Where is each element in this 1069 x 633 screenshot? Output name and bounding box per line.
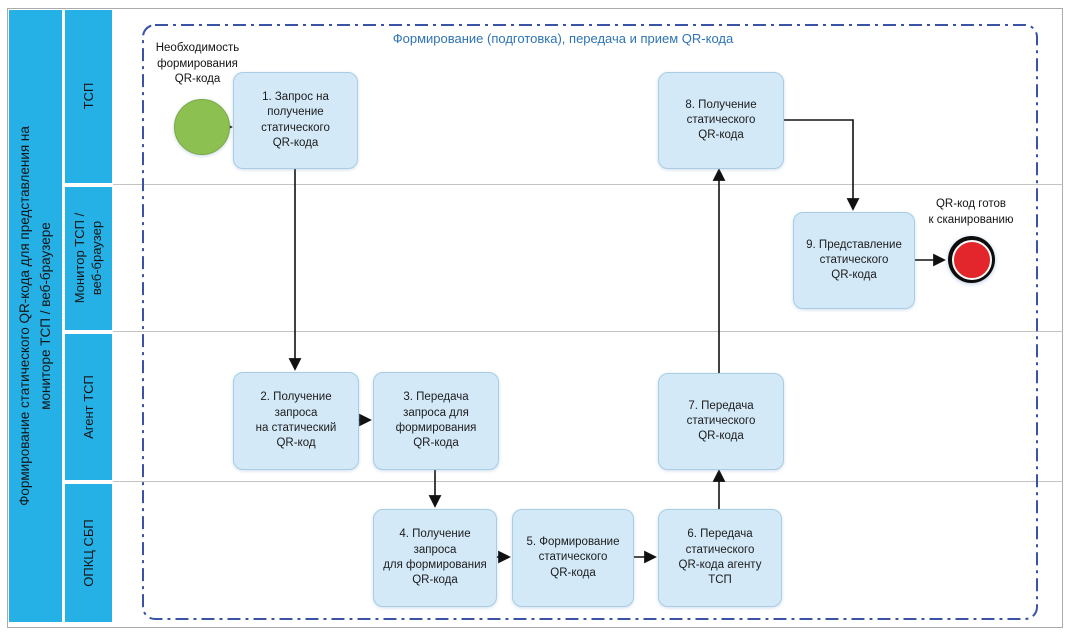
task-2: 2. Получение запроса на статический QR-к…	[233, 372, 359, 470]
lane-block-tsp	[65, 10, 112, 183]
lane-separator-1	[113, 184, 1063, 185]
start-event-label: Необходимость формирования QR-кода	[155, 42, 240, 86]
lane-block-agent	[65, 334, 112, 480]
end-event-icon	[948, 236, 995, 283]
task-5: 5. Формирование статического QR-кода	[512, 509, 634, 607]
task-1-label: 1. Запрос на получение статического QR-к…	[261, 90, 330, 149]
lane-separator-2	[113, 331, 1063, 332]
task-4: 4. Получение запроса для формирования QR…	[373, 509, 497, 607]
task-2-label: 2. Получение запроса на статический QR-к…	[255, 391, 337, 450]
pool-title: Формирование статического QR-кода для пр…	[9, 10, 63, 622]
end-event-inner-circle	[951, 239, 992, 280]
lane-block-monitor	[65, 187, 112, 330]
task-1: 1. Запрос на получение статического QR-к…	[233, 72, 358, 169]
task-7-label: 7. Передача статического QR-кода	[686, 399, 756, 443]
pool-title-label: Формирование статического QR-кода для пр…	[17, 126, 53, 506]
lane-label-tsp: ТСП	[80, 82, 96, 110]
task-3: 3. Передача запроса для формирования QR-…	[373, 372, 499, 470]
task-8-label: 8. Получение статического QR-кода	[685, 98, 757, 142]
task-9: 9. Представление статического QR-кода	[793, 212, 915, 309]
end-event-label: QR-код готов к сканированию	[928, 198, 1014, 226]
lane-label-agent: Агент ТСП	[80, 375, 96, 439]
task-5-label: 5. Формирование статического QR-кода	[526, 536, 620, 579]
task-9-label: 9. Представление статического QR-кода	[806, 238, 902, 282]
task-7: 7. Передача статического QR-кода	[658, 373, 784, 470]
task-4-label: 4. Получение запроса для формирования QR…	[383, 528, 487, 587]
task-6: 6. Передача статического QR-кода агенту …	[658, 509, 782, 607]
pool-title-bar	[9, 10, 62, 622]
start-event-icon	[174, 99, 230, 155]
task-8: 8. Получение статического QR-кода	[658, 72, 784, 169]
lane-label-monitor: Монитор ТСП / веб-браузер	[72, 212, 104, 304]
task-6-label: 6. Передача статического QR-кода агенту …	[678, 528, 762, 587]
task-3-label: 3. Передача запроса для формирования QR-…	[395, 391, 477, 450]
lane-block-opkc	[65, 484, 112, 622]
lane-separator-3	[113, 481, 1063, 482]
lane-label-opkc: ОПКЦ СБП	[80, 519, 96, 587]
group-title: Формирование (подготовка), передача и пр…	[392, 31, 734, 46]
